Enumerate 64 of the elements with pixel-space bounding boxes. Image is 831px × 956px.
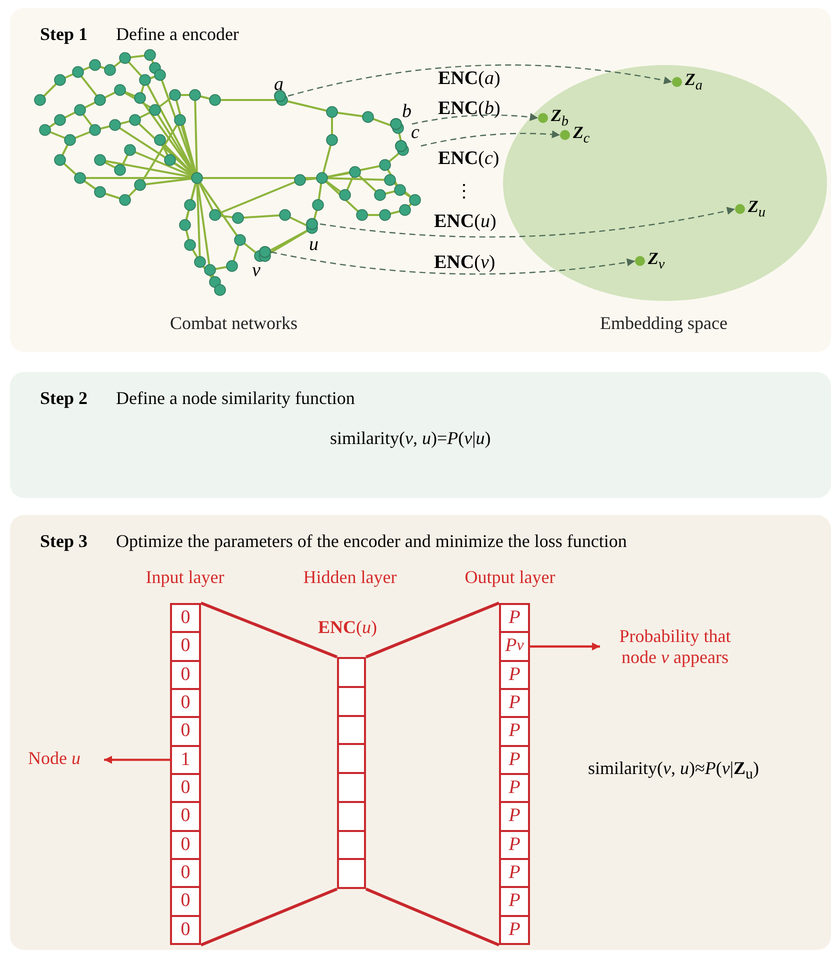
arrow	[528, 642, 600, 650]
step-panel	[10, 515, 831, 950]
layer-cell: P	[501, 860, 528, 886]
node-label: Node u	[28, 748, 80, 769]
panel-caption: Combat networks	[170, 313, 298, 334]
layer-cell: 0	[172, 690, 199, 716]
layer-cell: 0	[172, 774, 199, 802]
annotation-text: Probability that node v appears	[618, 626, 732, 668]
step-number: Step 3	[40, 531, 88, 552]
layer-cell: 0	[172, 888, 199, 915]
embedding-label: Z$_{u}$	[748, 197, 766, 222]
layer-cell: 0	[172, 916, 199, 943]
layer-annotation: ENC(u)	[318, 617, 378, 638]
step-title: Define a node similarity function	[116, 388, 355, 409]
node-letter: a	[274, 74, 284, 96]
dashed-arrow	[412, 113, 538, 125]
layer-cell: P	[501, 916, 528, 943]
layer-cell: P	[501, 718, 528, 745]
edge-label: ENC(b)	[438, 98, 500, 120]
layer-cell: 0	[172, 718, 199, 745]
similarity-formula: similarity(v, u)≈P(v|Z$_{u}$)	[588, 758, 759, 784]
layer-cell: P	[501, 803, 528, 830]
arrow	[104, 756, 172, 764]
edge-label: ENC(a)	[438, 68, 500, 90]
layer-title: Input layer	[144, 567, 226, 588]
layer-cell: 0	[172, 860, 199, 886]
node-letter: v	[252, 260, 260, 282]
layer-cell: 0	[172, 803, 199, 830]
layer-cell: 0	[172, 832, 199, 858]
layer-cell: P	[501, 690, 528, 716]
step-number: Step 1	[40, 24, 88, 45]
embedding-label: Z$_{b}$	[551, 106, 568, 130]
layer-cell: P	[501, 662, 528, 688]
layer-cell: P	[501, 888, 528, 915]
layer-cell: 0	[172, 633, 199, 660]
embedding-label: Z$_{c}$	[573, 123, 590, 148]
step-title: Define a encoder	[116, 24, 239, 45]
dashed-arrow	[288, 64, 672, 97]
layer-cell: P	[501, 832, 528, 858]
layer-cell: P	[501, 605, 528, 632]
node-letter: u	[309, 234, 318, 256]
layer-cell: 0	[172, 662, 199, 688]
step-number: Step 2	[40, 388, 88, 409]
embedding-label: Z$_{v}$	[648, 249, 665, 274]
layer-cell: 1	[172, 746, 199, 773]
dashed-arrow	[320, 206, 736, 238]
edge-label: ENC(c)	[438, 148, 500, 170]
embedding-label: Z$_{a}$	[685, 70, 702, 94]
layer-title: Output layer	[464, 567, 556, 588]
ellipsis-mark: ⋮	[455, 180, 473, 202]
layer-cell: P	[501, 774, 528, 802]
edge-label: ENC(v)	[434, 252, 496, 274]
node-letter: c	[411, 122, 420, 144]
dashed-arrow	[270, 251, 636, 275]
layer-title: Hidden layer	[302, 567, 398, 588]
dashed-arrow	[420, 130, 560, 147]
node-letter: b	[402, 101, 412, 123]
similarity-formula: similarity(v, u)=P(v|u)	[330, 428, 491, 449]
step-panel	[10, 8, 831, 352]
edge-label: ENC(u)	[434, 211, 496, 233]
panel-caption: Embedding space	[600, 313, 728, 334]
layer-cell: P	[501, 746, 528, 773]
step-title: Optimize the parameters of the encoder and minimize the loss function	[116, 531, 627, 552]
layer-cell: 0	[172, 605, 199, 632]
